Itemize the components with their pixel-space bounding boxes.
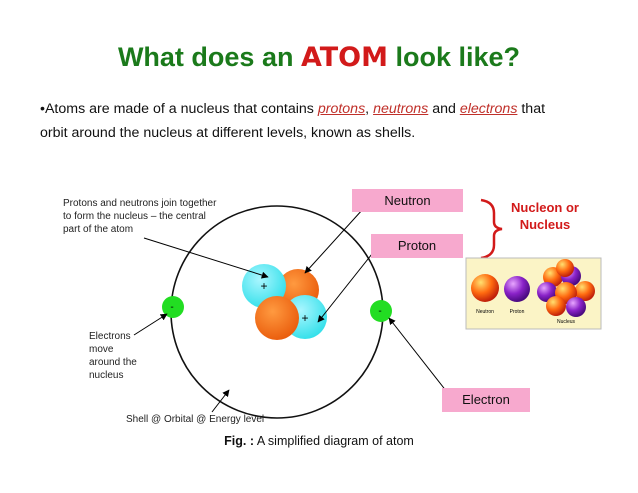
- arrow-proton: [317, 253, 373, 323]
- photo-label-neutron: Neutron: [476, 309, 494, 315]
- electrons-note-line: nucleus: [89, 370, 124, 381]
- photo-nucleus-sphere: [556, 259, 574, 277]
- neutron-particle: [255, 296, 299, 340]
- proton-plus-sign: +: [260, 279, 267, 293]
- electrons-note-line: move: [89, 344, 114, 355]
- photo-nucleus-sphere: [575, 281, 595, 301]
- figure-caption: Fig. : A simplified diagram of atom: [0, 434, 638, 448]
- intro-text-line2: orbit around the nucleus at different le…: [40, 125, 416, 141]
- electron-minus-sign: -: [378, 306, 381, 317]
- keyword-electrons[interactable]: electrons: [459, 101, 518, 117]
- nucleus-note-line: part of the atom: [63, 224, 134, 235]
- nucleon-bracket: [480, 198, 503, 260]
- intro-text-1: Atoms are made of a nucleus that contain…: [44, 101, 318, 117]
- title-prefix: What does an: [117, 42, 301, 72]
- bullet: •: [40, 101, 45, 117]
- title-suffix: look like?: [388, 42, 521, 72]
- arrow-electron: [388, 317, 448, 393]
- page-title: What does an ATOM look like?: [0, 42, 638, 73]
- caption-text: A simplified diagram of atom: [254, 434, 414, 448]
- electrons-note-line: Electrons: [89, 331, 131, 342]
- photo-nucleus-sphere: [546, 296, 566, 316]
- nucleus-note: Protons and neutrons join together to fo…: [63, 197, 253, 236]
- arrow-electrons-note: [133, 313, 168, 336]
- intro-text-2: ,: [365, 101, 374, 117]
- intro-text-3: and: [428, 101, 460, 117]
- neutron-label: Neutron: [352, 189, 463, 212]
- nucleus-note-line: to form the nucleus – the central: [63, 211, 206, 222]
- proton-label: Proton: [371, 234, 463, 258]
- nucleon-label-line: Nucleus: [519, 217, 571, 232]
- nucleon-label-line: Nucleon or: [511, 200, 579, 215]
- electron-particle: [370, 300, 392, 322]
- electron-minus-sign: -: [170, 302, 173, 313]
- photo-label-proton: Proton: [510, 309, 525, 315]
- electron-particle: [162, 296, 184, 318]
- proton-plus-sign: +: [301, 311, 308, 325]
- electrons-note: Electrons move around the nucleus: [89, 330, 159, 382]
- photo-nucleus-sphere: [566, 297, 586, 317]
- intro-paragraph: •Atoms are made of a nucleus that contai…: [40, 97, 620, 145]
- shell-note: Shell @ Orbital @ Energy level: [126, 414, 265, 425]
- caption-prefix: Fig. :: [224, 434, 255, 448]
- arrow-shell-note: [211, 389, 230, 413]
- photo-proton-sphere: [504, 276, 530, 302]
- atom-photo-inset: Neutron Proton Nucleus: [465, 257, 602, 330]
- intro-text-4: that: [517, 101, 546, 117]
- photo-label-nucleus: Nucleus: [557, 319, 576, 325]
- keyword-neutrons[interactable]: neutrons: [373, 101, 429, 117]
- title-atom-word: ATOM: [300, 42, 388, 73]
- arrow-neutron: [304, 208, 364, 274]
- electrons-note-line: around the: [89, 357, 137, 368]
- electron-label: Electron: [442, 388, 530, 412]
- nucleus-note-line: Protons and neutrons join together: [63, 198, 217, 209]
- nucleon-label: Nucleon or Nucleus: [500, 199, 590, 233]
- photo-neutron-sphere: [471, 274, 499, 302]
- arrow-nucleus-note: [143, 237, 269, 279]
- keyword-protons[interactable]: protons: [317, 101, 366, 117]
